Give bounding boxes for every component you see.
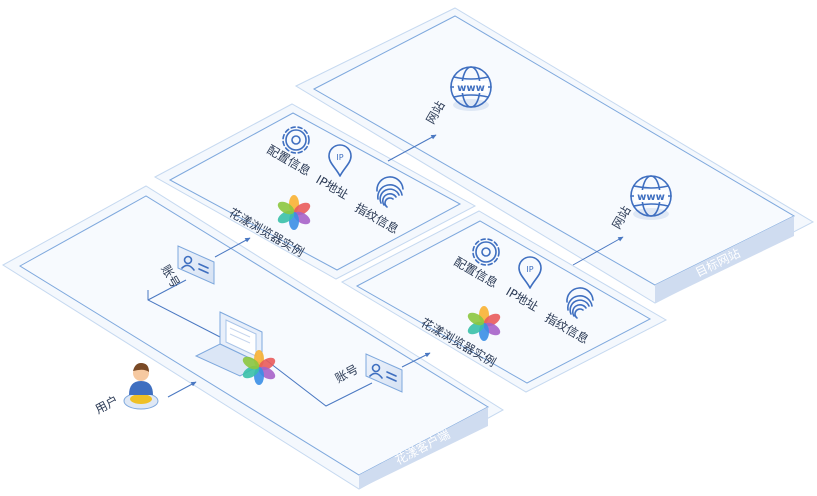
user-avatar-icon	[123, 363, 159, 410]
id-card-icon-left	[177, 245, 215, 285]
globe-icon-top: www	[450, 66, 492, 111]
svg-text:IP: IP	[526, 265, 533, 274]
target-site-label-band	[655, 216, 794, 303]
gear-icon-bottom	[472, 238, 500, 266]
svg-text:www: www	[637, 192, 665, 203]
browser-logo-laptop	[242, 350, 276, 385]
edge-user-laptop	[167, 381, 197, 398]
svg-text:IP: IP	[336, 153, 343, 162]
edge-instance-bottom-website	[572, 236, 624, 266]
connectors	[147, 134, 624, 407]
id-card-icon-right	[365, 353, 403, 393]
browser-instance-top-panel	[153, 103, 477, 280]
edge-laptop-account-left-b	[147, 279, 187, 301]
globe-icon-bottom: www	[630, 175, 672, 220]
edge-account-left-instance-top	[214, 237, 251, 258]
browser-logo-top	[277, 195, 311, 230]
fingerprint-icon-bottom	[566, 287, 594, 319]
ip-pin-icon-top: IP	[328, 144, 352, 177]
edge-laptop-account-right	[265, 359, 373, 407]
instance-bottom-inner	[355, 220, 652, 384]
target-site-region: 目标网站	[294, 7, 815, 304]
edge-instance-top-website	[387, 134, 437, 162]
client-label-band	[359, 407, 488, 489]
fingerprint-icon-top	[376, 176, 404, 208]
browser-logo-bottom	[467, 306, 501, 341]
user-label: 用户	[92, 392, 120, 417]
instance-top-inner	[168, 112, 462, 271]
browser-instance-bottom-panel	[340, 210, 668, 393]
gear-icon-top	[282, 126, 310, 154]
ip-pin-icon-bottom: IP	[518, 256, 542, 289]
edge-account-right-instance-bottom	[401, 352, 431, 368]
svg-text:www: www	[457, 83, 485, 94]
